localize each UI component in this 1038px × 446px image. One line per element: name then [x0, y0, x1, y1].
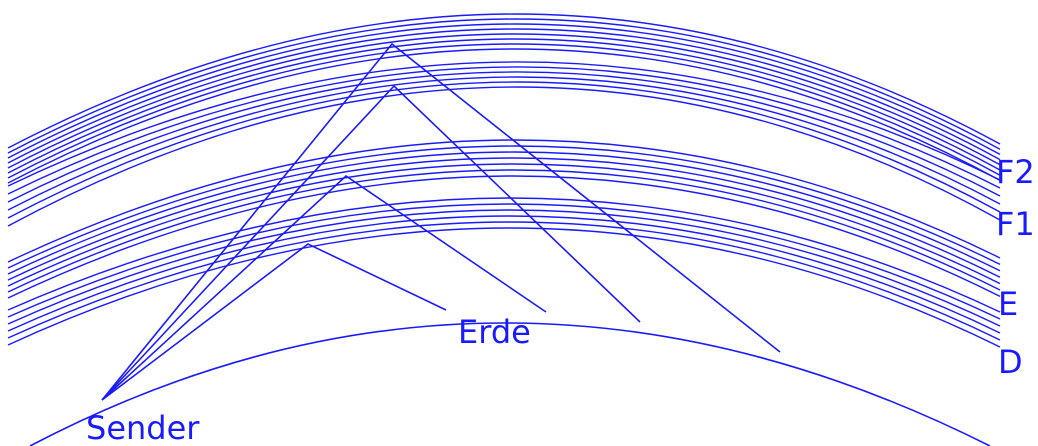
- layer-e-arcs: [7, 139, 1001, 299]
- layer-d-arc-4: [7, 215, 1001, 334]
- layer-d-arc-3: [7, 209, 1001, 327]
- layer-f2-arc-5: [7, 33, 1001, 169]
- layer-e-arc-7: [7, 175, 1001, 299]
- layer-f2-arc-1: [7, 13, 1001, 149]
- layer-f2-arcs: [7, 13, 1001, 184]
- earth-surface-arc: [29, 322, 991, 446]
- layer-d-arc-5: [7, 221, 1001, 341]
- transmitter-label: Sender: [86, 409, 200, 446]
- layer-f1-arc-1: [7, 61, 1001, 187]
- signal-path-1: [101, 243, 447, 401]
- layer-f1-arc-4: [7, 76, 1001, 211]
- layer-f2-arc-4: [7, 28, 1001, 164]
- layer-f1-arc-6: [7, 86, 1001, 227]
- layer-f1-arcs: [7, 61, 1001, 227]
- layer-f2-arc-6: [7, 38, 1001, 174]
- layer-f2-arc-2: [7, 18, 1001, 154]
- layer-f1-arc-2: [7, 66, 1001, 195]
- layer-f2-arc-8: [7, 48, 1001, 184]
- layer-f2-arc-7: [7, 43, 1001, 179]
- layer-label-e: E: [998, 285, 1019, 323]
- layer-e-arc-5: [7, 163, 1001, 287]
- layer-f1-arc-5: [7, 81, 1001, 219]
- layer-d-arc-2: [7, 203, 1001, 320]
- layer-d-arc-6: [7, 227, 1001, 348]
- layer-label-f1: F1: [996, 205, 1035, 243]
- layer-e-arc-2: [7, 145, 1001, 269]
- layer-e-arc-6: [7, 169, 1001, 293]
- layer-e-arc-3: [7, 151, 1001, 275]
- layer-d-arcs: [7, 197, 1001, 348]
- signal-path-3: [101, 84, 641, 401]
- layer-label-d: D: [998, 343, 1023, 381]
- layer-e-arc-4: [7, 157, 1001, 281]
- signal-path-2: [101, 174, 547, 401]
- layer-f2-arc-3: [7, 23, 1001, 159]
- layer-label-f2: F2: [996, 153, 1035, 191]
- earth-label: Erde: [458, 313, 531, 351]
- layer-e-arc-1: [7, 139, 1001, 263]
- signal-path-4: [101, 42, 781, 401]
- layer-f1-arc-3: [7, 71, 1001, 203]
